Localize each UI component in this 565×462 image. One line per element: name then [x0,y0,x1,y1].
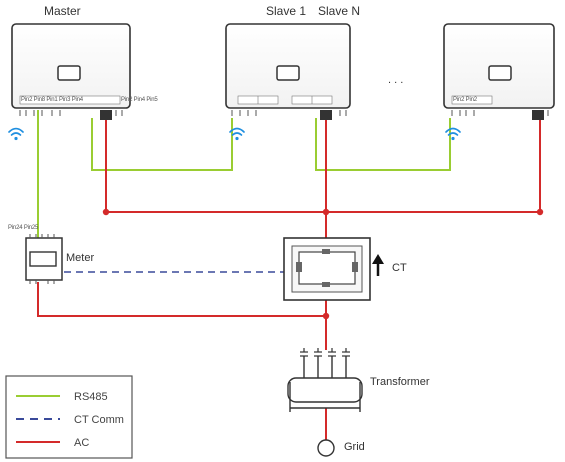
master-inverter [11,23,131,120]
slave-1-inverter [225,23,351,120]
legend: RS485 CT Comm AC [5,375,133,459]
grid-symbol [317,439,335,457]
transformer-label: Transformer [370,376,430,388]
meter-device [25,234,63,284]
ac-wiring [37,118,544,440]
grid-label: Grid [344,441,365,453]
meter-label: Meter [66,252,95,264]
master-port-labels: Pin2 Pin8 Pin1 Pin3 Pin4 [21,97,83,103]
transformer-device [287,348,363,412]
ct-device [283,237,371,301]
ellipsis-label: . . . [388,74,404,86]
legend-label-ct-comm: CT Comm [74,414,124,426]
wifi-icon [229,127,245,141]
arrow-up-icon [372,254,384,276]
legend-label-ac: AC [74,437,89,449]
rs485-wiring [37,110,451,248]
master-port-labels-extra: Pin2 Pin4 Pin5 [121,97,158,103]
slave-1-label: Slave 1 [266,4,307,18]
master-label: Master [44,4,81,18]
ct-label: CT [392,262,407,274]
wifi-icon [445,127,461,141]
slave-n-inverter [443,23,555,120]
slave-n-port-labels: Pin2 Pin2 [453,97,477,103]
wifi-icon [8,127,24,141]
meter-port-labels: Pin24 Pin25 [8,225,39,231]
legend-label-rs485: RS485 [74,391,108,403]
slave-n-label: Slave N [318,4,361,18]
